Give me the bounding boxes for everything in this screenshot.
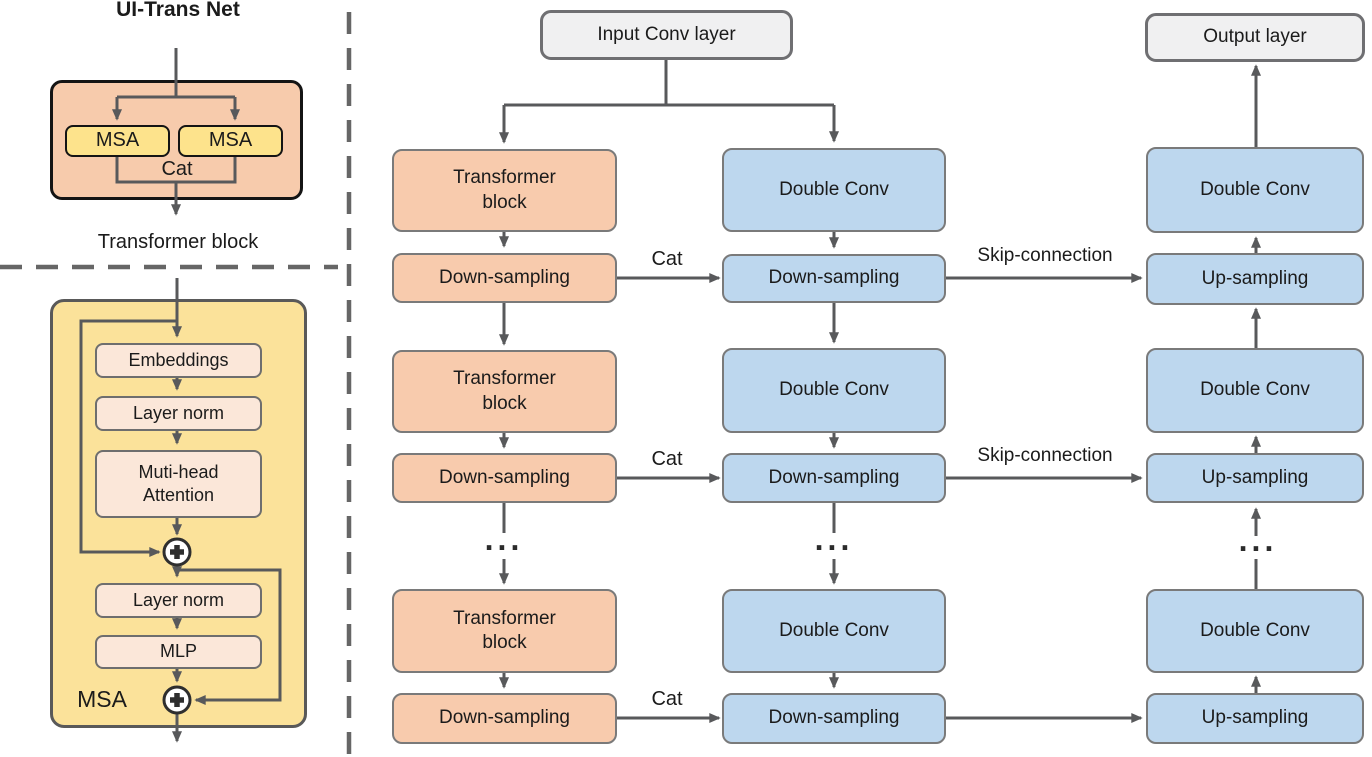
encoder-down-sampling-box-3: Down-sampling <box>722 693 946 744</box>
cat-label-2: Cat <box>651 447 683 470</box>
output-layer-box: Output layer <box>1145 13 1365 62</box>
figure-title: UI-Trans Net <box>116 0 240 21</box>
transformer-down-sampling-box-2: Down-sampling <box>392 453 617 503</box>
layer-norm-box-bottom: Layer norm <box>95 583 262 618</box>
decoder-up-sampling-box-3: Up-sampling <box>1146 693 1364 744</box>
transformer-label-line1: Transformer <box>453 368 556 390</box>
encoder-double-conv-box-2: Double Conv <box>722 348 946 433</box>
skip-connection-label-2: Skip-connection <box>977 445 1113 466</box>
mlp-box: MLP <box>95 635 262 669</box>
decoder-double-conv-box-1: Double Conv <box>1146 147 1364 233</box>
msa-block-label: MSA <box>77 685 127 712</box>
skip-connection-label-1: Skip-connection <box>977 245 1113 266</box>
msa-box-left: MSA <box>65 125 170 157</box>
decoder-double-conv-box-2: Double Conv <box>1146 348 1364 433</box>
cat-label-3: Cat <box>651 687 683 710</box>
encoder-down-sampling-box-2: Down-sampling <box>722 453 946 503</box>
transformer-down-sampling-box-3: Down-sampling <box>392 693 617 744</box>
attention-label-line2: Attention <box>142 485 215 505</box>
encoder-double-conv-box-1: Double Conv <box>722 148 946 232</box>
cat-label-1: Cat <box>651 247 683 270</box>
transformer-label-line2: block <box>482 191 527 213</box>
decoder-up-sampling-box-1: Up-sampling <box>1146 253 1364 305</box>
transformer-block-caption: Transformer block <box>97 230 259 253</box>
transformer-label-line1: Transformer <box>453 607 556 629</box>
layer-norm-box-top: Layer norm <box>95 396 262 431</box>
transformer-label-line1: Transformer <box>453 167 556 189</box>
attention-label-line1: Muti-head <box>138 461 219 482</box>
input-conv-layer-box: Input Conv layer <box>540 10 793 60</box>
decoder-double-conv-box-3: Double Conv <box>1146 589 1364 673</box>
transformer-label-line2: block <box>482 632 527 653</box>
transformer-block-box-3: Transformer block <box>392 589 617 673</box>
msa-box-right: MSA <box>178 125 283 157</box>
decoder-up-sampling-box-2: Up-sampling <box>1146 453 1364 503</box>
encoder-double-conv-box-3: Double Conv <box>722 589 946 673</box>
cat-label-detail: Cat <box>161 157 193 180</box>
transformer-label-line2: block <box>482 392 527 414</box>
transformer-down-sampling-box-1: Down-sampling <box>392 253 617 303</box>
encoder-down-sampling-box-1: Down-sampling <box>722 254 946 303</box>
transformer-block-box-1: Transformer block <box>392 149 617 232</box>
transformer-block-box-2: Transformer block <box>392 350 617 433</box>
multi-head-attention-box: Muti-head Attention <box>95 450 262 518</box>
embeddings-box: Embeddings <box>95 343 262 378</box>
